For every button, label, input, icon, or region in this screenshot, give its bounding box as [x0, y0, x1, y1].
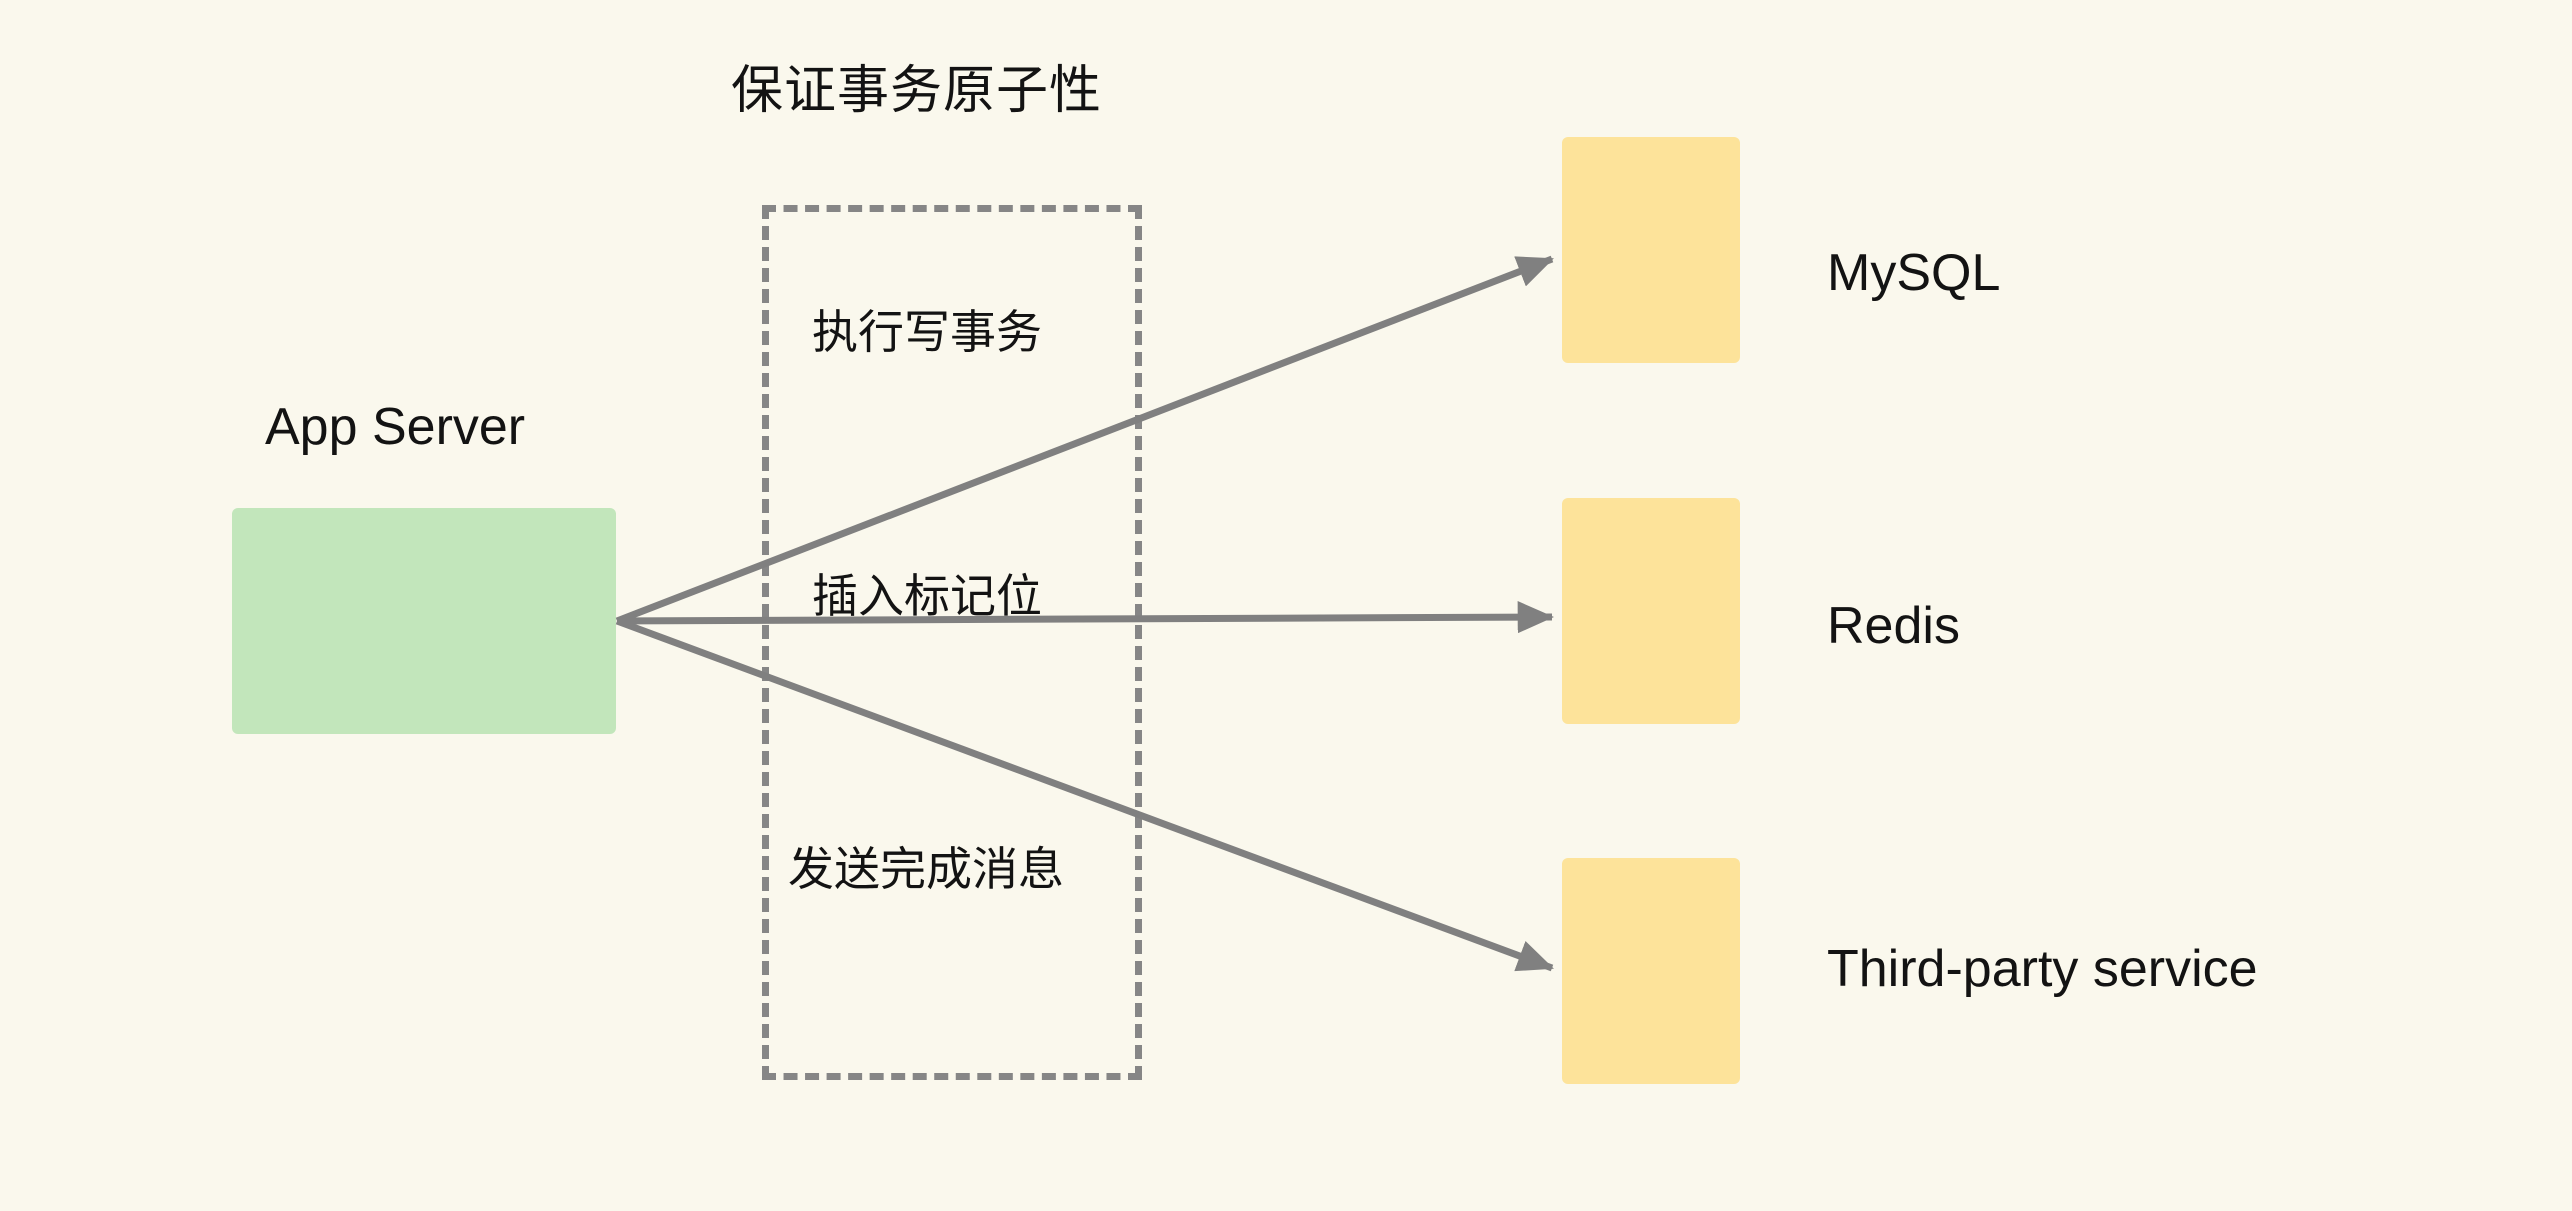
app-server-label: App Server	[265, 398, 526, 456]
edge-label-send-completion-message: 发送完成消息	[788, 843, 1064, 895]
third-party-service-label: Third-party service	[1827, 940, 2258, 998]
edge-label-execute-write-transaction: 执行写事务	[812, 306, 1042, 358]
redis-node[interactable]	[1562, 498, 1740, 724]
diagram-title: 保证事务原子性	[731, 62, 1103, 120]
edge-label-insert-marker: 插入标记位	[812, 570, 1042, 622]
mysql-label: MySQL	[1827, 244, 2001, 302]
redis-label: Redis	[1827, 597, 1960, 655]
mysql-node[interactable]	[1562, 137, 1740, 363]
app-server-node[interactable]	[232, 508, 616, 734]
third-party-service-node[interactable]	[1562, 858, 1740, 1084]
